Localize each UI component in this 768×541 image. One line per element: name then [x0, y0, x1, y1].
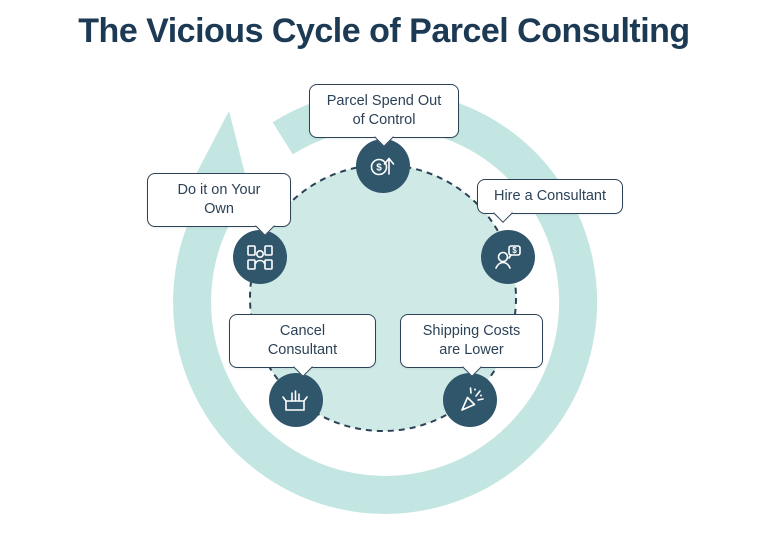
step-node-hire-consultant: $ — [481, 230, 535, 284]
svg-text:$: $ — [512, 246, 517, 255]
packed-box-icon — [282, 390, 308, 411]
step-node-parcel-spend: $ — [356, 139, 410, 193]
step-node-shipping-costs-lower — [443, 373, 497, 427]
step-node-cancel-consultant — [269, 373, 323, 427]
step-label-shipping-costs-lower: Shipping Costs are Lower — [400, 314, 543, 378]
page-title: The Vicious Cycle of Parcel Consulting — [78, 12, 690, 50]
dollar-growth-icon: $ — [370, 157, 395, 176]
step-label-cancel-consultant: Cancel Consultant — [229, 314, 376, 378]
step-label-do-it-yourself: Do it on Your Own — [147, 173, 291, 237]
step-label-text: Hire a Consultant — [493, 188, 607, 204]
svg-text:$: $ — [376, 163, 382, 174]
step-node-do-it-yourself — [233, 230, 287, 284]
step-label-text: Cancel Consultant — [267, 323, 338, 358]
step-label-text: Parcel Spend Out of Control — [326, 93, 442, 128]
step-label-text: Shipping Costs are Lower — [422, 323, 521, 358]
step-label-parcel-spend: Parcel Spend Out of Control — [309, 84, 459, 148]
celebration-icon — [461, 387, 484, 411]
step-label-hire-consultant: Hire a Consultant — [477, 179, 623, 224]
consultant-icon: $ — [495, 245, 521, 269]
step-label-text: Do it on Your Own — [177, 182, 261, 217]
team-documents-icon — [247, 245, 273, 270]
